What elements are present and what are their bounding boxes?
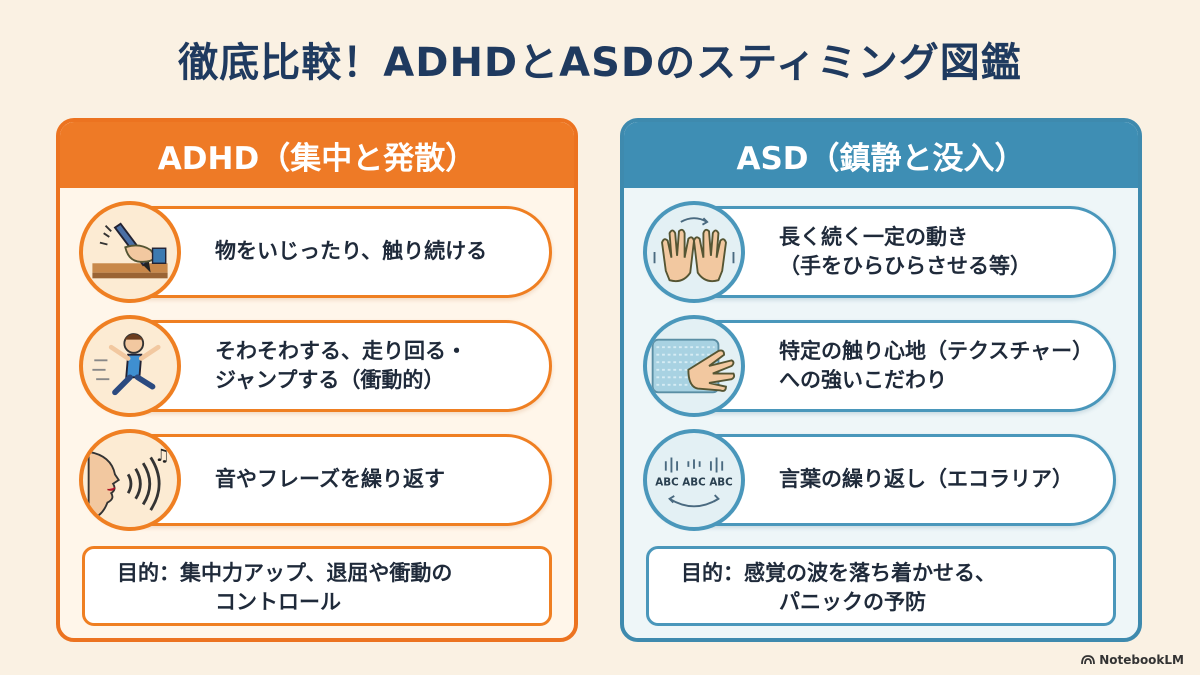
asd-card-echolalia: ABC ABC ABC 言葉の繰り返し（エコラリア）	[643, 429, 1116, 531]
adhd-panel: ADHD（集中と発散） 物をいじったり、触り続ける	[56, 118, 578, 642]
card-line: そわそわする、走り回る・	[215, 338, 467, 363]
asd-card-texture: 特定の触り心地（テクスチャー） への強いこだわり	[643, 315, 1116, 417]
asd-panel: ASD（鎮静と没入） 長く続く一定の動き （手をひらひらさせる等） 特定	[620, 118, 1142, 642]
page-title: 徹底比較！ADHDとASDのスティミング図鑑	[178, 40, 1022, 86]
card-line: （手をひらひらさせる等）	[779, 254, 1031, 278]
adhd-card-sound-text: 音やフレーズを繰り返す	[215, 437, 529, 523]
card-line: 音やフレーズを繰り返す	[215, 467, 445, 492]
purpose-line: コントロール	[215, 590, 341, 615]
purpose-line: 目的：感覚の波を落ち着かせる、	[681, 561, 996, 585]
asd-card-texture-text: 特定の触り心地（テクスチャー） への強いこだわり	[779, 323, 1093, 409]
asd-card-flapping: 長く続く一定の動き （手をひらひらさせる等）	[643, 201, 1116, 303]
adhd-card-fidget-text: 物をいじったり、触り続ける	[215, 209, 529, 295]
card-line: ジャンプする（衝動的）	[215, 368, 445, 392]
brand-watermark: NotebookLM	[1081, 653, 1184, 667]
adhd-purpose-box: 目的：集中力アップ、退屈や衝動の コントロール	[82, 546, 552, 626]
card-line: 特定の触り心地（テクスチャー）	[779, 338, 1094, 363]
asd-panel-header: ASD（鎮静と没入）	[624, 122, 1138, 188]
adhd-card-fidget: 物をいじったり、触り続ける	[79, 201, 552, 303]
adhd-panel-header: ADHD（集中と発散）	[60, 122, 574, 188]
pen-fidget-icon	[79, 201, 181, 303]
adhd-card-sound: ♫ 音やフレーズを繰り返す	[79, 429, 552, 531]
speaking-sound-icon: ♫	[79, 429, 181, 531]
echolalia-icon-text: ABC ABC ABC	[655, 477, 733, 489]
hand-flapping-icon	[643, 201, 745, 303]
card-line: への強いこだわり	[779, 368, 947, 392]
notebooklm-logo-icon	[1081, 655, 1096, 665]
adhd-card-running: そわそわする、走り回る・ ジャンプする（衝動的）	[79, 315, 552, 417]
purpose-line: 目的：集中力アップ、退屈や衝動の	[117, 561, 453, 585]
card-line: 長く続く一定の動き	[779, 224, 968, 249]
running-boy-icon	[79, 315, 181, 417]
adhd-card-running-text: そわそわする、走り回る・ ジャンプする（衝動的）	[215, 323, 529, 409]
brand-label: NotebookLM	[1099, 653, 1184, 667]
card-line: 物をいじったり、触り続ける	[215, 239, 488, 264]
asd-card-echolalia-text: 言葉の繰り返し（エコラリア）	[779, 437, 1093, 523]
asd-card-flapping-text: 長く続く一定の動き （手をひらひらさせる等）	[779, 209, 1093, 295]
echolalia-icon: ABC ABC ABC	[643, 429, 745, 531]
card-line: 言葉の繰り返し（エコラリア）	[779, 467, 1073, 492]
asd-purpose-box: 目的：感覚の波を落ち着かせる、 パニックの予防	[646, 546, 1116, 626]
purpose-line: パニックの予防	[779, 590, 926, 615]
svg-text:♫: ♫	[154, 445, 169, 465]
texture-touch-icon	[643, 315, 745, 417]
